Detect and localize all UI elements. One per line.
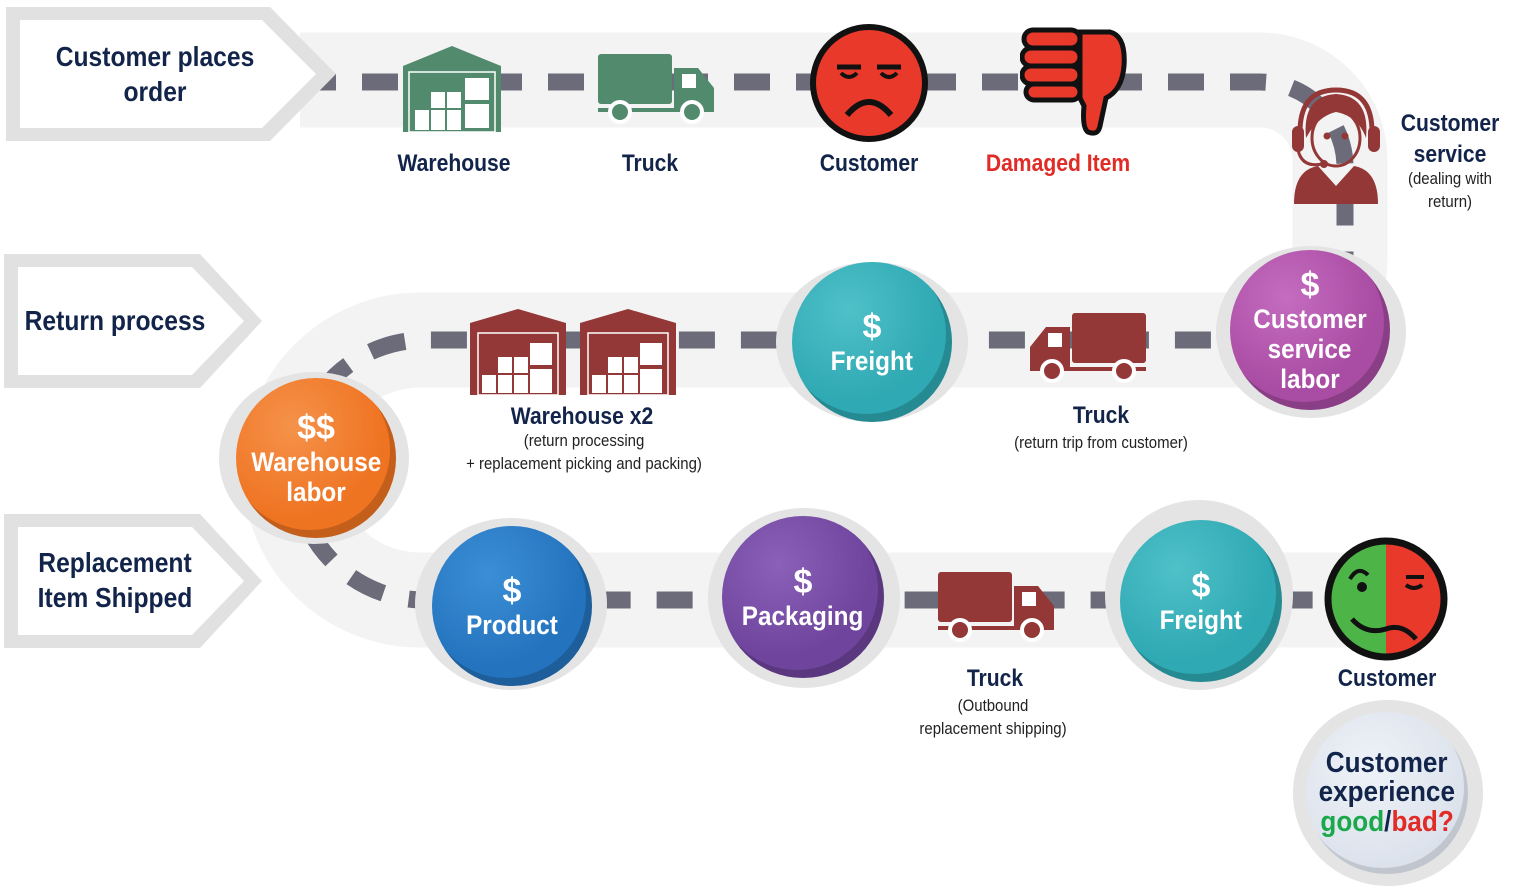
dollar-sign: $ (1191, 566, 1211, 605)
customer-service-note: (dealing with return) (1408, 168, 1492, 214)
warehouse-note-line1: (return processing (523, 431, 645, 450)
bad-text: bad? (1391, 805, 1454, 838)
mixed-face-icon (1324, 537, 1448, 661)
cost-product: $ Product (432, 526, 592, 686)
cost-label: Freight (830, 345, 914, 376)
truck-icon (598, 54, 714, 124)
stage-customer-places-order: Customer places order (55, 41, 255, 107)
return-truck-label: Truck (1072, 402, 1130, 429)
slash-text: / (1384, 805, 1392, 838)
experience-verdict: good/bad? (1320, 805, 1454, 838)
dollar-sign: $ (502, 571, 522, 610)
dollar-sign: $ (862, 307, 882, 346)
truck-icon (1030, 313, 1146, 383)
cost-warehouse-labor: $$ Warehouse labor (236, 378, 396, 538)
warehouse-x2-label: Warehouse x2 (510, 403, 654, 430)
dollar-sign: $ (793, 562, 813, 601)
final-customer-label: Customer (1337, 665, 1437, 692)
customer-experience-badge: Customer experience good/bad? (1306, 712, 1468, 874)
stage-return-process: Return process (24, 304, 206, 336)
cost-label: Product (466, 609, 558, 640)
outbound-truck-note: (Outbound replacement shipping) (919, 695, 1066, 741)
service-title-line1: Customer (1400, 110, 1500, 137)
experience-line2: experience (1318, 776, 1456, 809)
warehouse-note-line2: + replacement picking and packing) (466, 453, 702, 473)
truck-icon (938, 572, 1054, 642)
warehouse-label: Warehouse (397, 150, 511, 177)
service-note-line2: return) (1427, 191, 1473, 211)
dollar-sign: $ (1300, 265, 1320, 304)
customer-label: Customer (819, 150, 919, 177)
headset-agent-icon (1292, 87, 1380, 204)
stage-replacement-shipped: Replacement Item Shipped (37, 547, 193, 613)
cost-label-line1: Customer (1253, 303, 1367, 334)
cost-label-line3: labor (1280, 364, 1340, 395)
truck-note-line2: replacement shipping) (919, 718, 1067, 738)
cost-label-line1: Warehouse (250, 446, 382, 477)
good-text: good (1320, 805, 1385, 838)
service-title-line2: service (1413, 141, 1487, 169)
thumbs-down-icon (1020, 27, 1127, 136)
cost-label: Freight (1159, 604, 1243, 635)
damaged-item-label: Damaged Item (985, 150, 1131, 177)
stage-arrows (4, 7, 336, 648)
truck-note-line1: (Outbound (957, 696, 1029, 715)
service-note-line1: (dealing with (1408, 169, 1492, 188)
cost-packaging: $ Packaging (722, 516, 884, 678)
warehouse-icon (403, 46, 501, 132)
return-truck-note: (return trip from customer) (1014, 433, 1188, 452)
truck-label: Truck (621, 150, 679, 177)
experience-line1: Customer (1326, 746, 1448, 779)
outbound-truck-label: Truck (966, 665, 1024, 692)
cost-label: Packaging (742, 600, 864, 631)
cost-label-line2: labor (286, 477, 346, 508)
customer-service-title: Customer service (1401, 108, 1500, 170)
cost-label-line2: service (1268, 333, 1352, 364)
cost-freight-return: $ Freight (792, 262, 952, 422)
cost-customer-service-labor: $ Customer service labor (1230, 250, 1390, 410)
dollar-sign: $$ (297, 408, 335, 447)
cost-freight-outbound: $ Freight (1120, 520, 1282, 682)
angry-face-icon (810, 24, 928, 142)
warehouse-x2-note: (return processing + replacement picking… (466, 430, 702, 476)
warehouse-x2-icon (470, 309, 676, 395)
